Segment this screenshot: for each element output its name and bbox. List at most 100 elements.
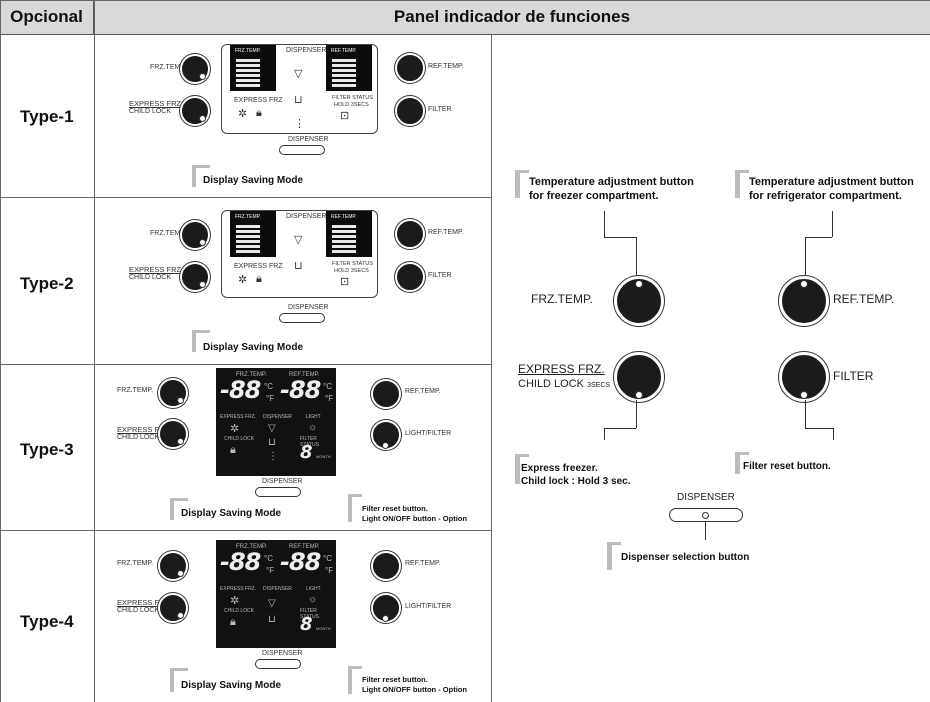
light-filter-label: LIGHT/FILTER [405,430,452,437]
legend-express-caption2: Child lock : Hold 3 sec. [521,476,631,487]
legend-ref-caption2: for refrigerator compartment. [749,190,902,202]
lock-icon: 🔒︎ [256,273,262,285]
callout-marker [170,668,174,692]
lcd-month-label: MONTH [316,454,331,459]
dispenser-top-label: DISPENSER [286,47,327,54]
grid-row2 [0,364,491,365]
dispenser-button-3[interactable] [255,487,301,497]
crushed-ice-icon: ⋮ [294,118,305,130]
header-optional-text: Opcional [10,7,83,26]
connector [833,428,834,440]
connector [604,237,636,238]
type-4-label: Type-4 [20,612,74,631]
callout-marker-h [192,330,210,333]
connector [636,237,637,279]
callout-marker [192,330,196,352]
legend-marker-h [515,454,529,457]
lcd-frz-label: FRZ.TEMP. [236,544,267,550]
callout-marker [170,498,174,520]
light-filter-button[interactable] [371,593,401,623]
connector [805,237,806,279]
header-panel-text: Panel indicador de funciones [393,7,631,26]
ref-temp-button[interactable] [371,379,401,409]
lcd-ref-label: REF.TEMP. [289,372,320,378]
lcd-dispenser-label: DISPENSER [263,414,292,420]
frz-temp-button[interactable] [180,54,210,84]
legend-dispenser-button[interactable] [669,508,743,522]
filter-button[interactable] [395,96,425,126]
frz-bar-display: FRZ.TEMP. [230,45,276,91]
legend-marker [735,170,740,198]
lcd-frz-fahr: °F [266,566,275,575]
note2-type4: Light ON/OFF button - Option [362,685,467,694]
legend-ref-label: REF.TEMP. [833,292,895,306]
grid-top [0,0,930,1]
dispenser-label-1: DISPENSER [288,136,329,143]
connector [832,211,833,237]
lcd-ref-fahr: °F [325,394,334,403]
lcd-filter-status: FILTER STATUS [300,608,319,620]
caption-type1: Display Saving Mode [203,175,304,186]
lcd-express-label: EXPRESS FRZ. [220,586,257,592]
filter-label: FILTER [428,272,452,279]
legend-frz-button[interactable] [614,276,664,326]
frz-temp-label: FRZ.TEMP. [117,387,154,394]
header-optional: Opcional [0,0,94,35]
lcd-display-type4: FRZ.TEMP. REF.TEMP. -88 °C °F -88 °C °F … [216,540,336,648]
legend-marker [735,452,740,474]
legend-childlock-text: CHILD LOCK [518,378,585,390]
ref-temp-button[interactable] [395,53,425,83]
child-lock-label: CHILD LOCK [117,434,160,441]
frz-temp-button[interactable] [158,378,188,408]
lcd-month-label: MONTH [316,626,331,631]
ref-temp-button[interactable] [371,551,401,581]
snowflake-icon: ✲ [238,274,248,286]
filter-status-label: FILTER STATUS [332,261,373,267]
legend-marker-h [515,170,529,173]
express-frz-button[interactable] [158,419,188,449]
header-panel: Panel indicador de funciones [94,0,930,35]
lock-icon: 🔒︎ [230,616,236,628]
express-frz-label: EXPRESS FRZ. [117,425,172,434]
ice-cube-icon: ▽ [294,234,303,246]
lock-icon: 🔒︎ [256,107,262,119]
lcd-ref-celsius: °C [323,554,332,563]
screen-ref-label: REF.TEMP. [331,214,357,220]
frz-temp-button[interactable] [158,551,188,581]
frz-temp-label: FRZ.TEMP. [117,560,154,567]
snowflake-icon: ✲ [238,108,248,120]
dispenser-button-1[interactable] [279,145,325,155]
note2-type3: Light ON/OFF button - Option [362,514,467,523]
legend-dispenser-caption: Dispenser selection button [621,552,750,563]
express-frz-button[interactable] [158,593,188,623]
callout-marker-h [192,165,210,168]
frz-temp-label: FRZ.TEMP. [150,64,187,71]
express-frz-button[interactable] [180,96,210,126]
legend-filter-button[interactable] [779,352,829,402]
lcd-display-type3: FRZ.TEMP. REF.TEMP. -88 °C °F -88 °C °F … [216,368,336,476]
filter-button[interactable] [395,262,425,292]
grid-col2 [491,35,492,702]
express-frz-label: EXPRESS FRZ. [117,598,172,607]
hold-label: HOLD 3SECS [334,102,369,108]
grid-row1 [0,197,491,198]
express-frz-label: EXPRESS FRZ. [129,99,184,108]
legend-frz-caption2: for freezer compartment. [529,190,659,202]
frz-temp-button[interactable] [180,220,210,250]
express-frz-button[interactable] [180,262,210,292]
dispenser-button-2[interactable] [279,313,325,323]
legend-marker [515,170,520,198]
legend-express-button[interactable] [614,352,664,402]
legend-filter-caption: Filter reset button. [743,461,831,472]
lcd-frz-digits: -88 [220,548,261,576]
dispenser-button-4[interactable] [255,659,301,669]
display-panel-type1: FRZ.TEMP. EXPRESS FRZ ✲ 🔒︎ DISPENSER ▽ ⊔… [221,44,378,134]
ref-temp-button[interactable] [395,219,425,249]
legend-ref-button[interactable] [779,276,829,326]
frz-bar-display: FRZ.TEMP. [230,211,276,257]
frz-temp-label: FRZ.TEMP. [150,230,187,237]
express-frz-indicator: EXPRESS FRZ [234,263,283,270]
grid-left [0,0,1,702]
ref-temp-label: REF.TEMP. [428,63,464,70]
light-filter-button[interactable] [371,420,401,450]
